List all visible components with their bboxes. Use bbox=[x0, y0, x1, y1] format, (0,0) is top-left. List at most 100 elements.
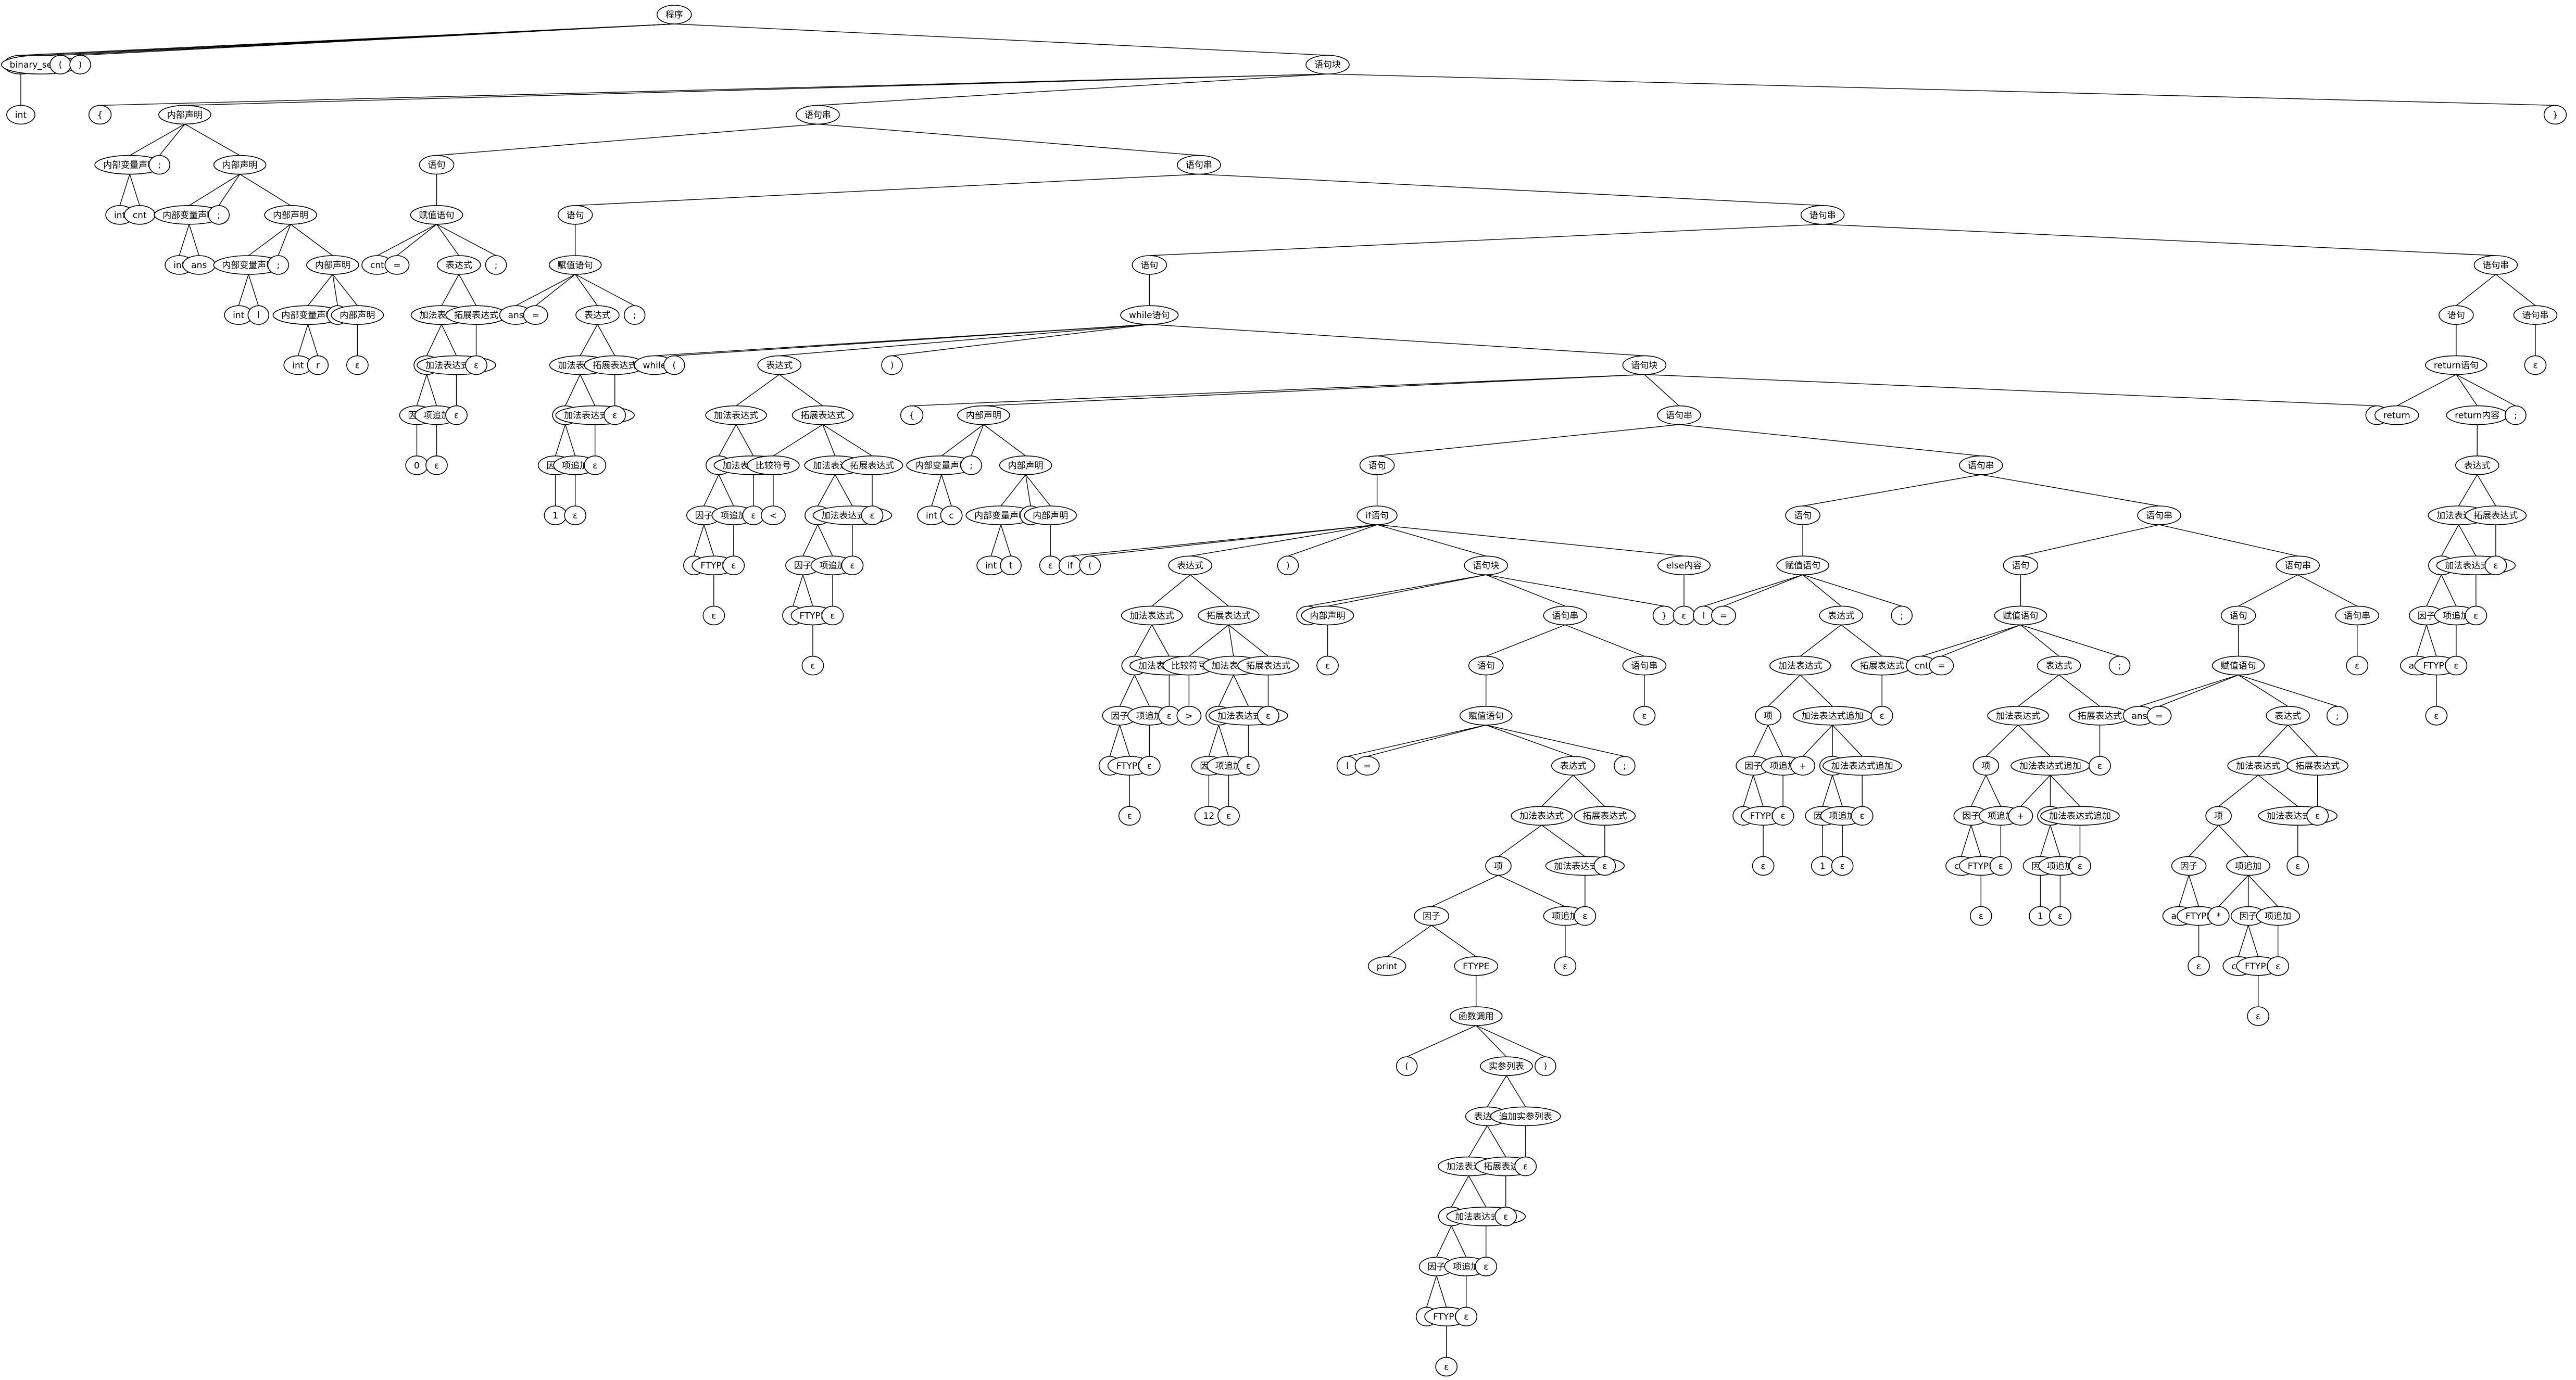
tree-node-stmt-list: 语句串 bbox=[1622, 655, 1667, 676]
tree-edge bbox=[2020, 775, 2051, 807]
tree-node-label: if bbox=[1067, 561, 1074, 571]
tree-node-label: 语句 bbox=[1477, 661, 1495, 672]
tree-node-rel-expr: 拓展表达式 bbox=[1574, 806, 1636, 826]
tree-edge bbox=[1541, 825, 1586, 857]
tree-node-outline bbox=[2146, 706, 2172, 726]
tree-edge bbox=[1134, 625, 1152, 656]
tree-node-label: 实参列表 bbox=[1489, 1061, 1524, 1072]
tree-node-outline bbox=[1120, 305, 1179, 325]
tree-node-outline bbox=[419, 155, 455, 175]
tree-node-outline bbox=[2465, 505, 2527, 525]
tree-node-add-expr-tail: 加法表达式追加 bbox=[1792, 706, 1873, 726]
tree-edge bbox=[290, 224, 333, 256]
tree-node-outline bbox=[425, 455, 448, 475]
tree-node-stmt: 语句 bbox=[1785, 505, 1820, 525]
tree-edge bbox=[240, 174, 291, 206]
tree-node-label: ε bbox=[1860, 811, 1865, 821]
tree-edge bbox=[2426, 574, 2442, 606]
tree-node-stmt: 语句 bbox=[1359, 455, 1395, 475]
tree-node-stmt-list: 语句串 bbox=[2335, 605, 2380, 626]
tree-node-outline bbox=[2465, 605, 2487, 626]
tree-edge bbox=[416, 374, 428, 406]
tree-node-label: 因子 bbox=[2418, 611, 2435, 621]
tree-node-eps: ε bbox=[2089, 756, 2111, 776]
tree-edge bbox=[818, 123, 1199, 156]
tree-edge bbox=[2416, 625, 2427, 656]
tree-node-label: int bbox=[292, 360, 304, 371]
tree-edge bbox=[1476, 1025, 1546, 1057]
tree-node-eps: ε bbox=[1831, 856, 1854, 876]
tree-node-label: while bbox=[643, 360, 666, 371]
tree-node-label: int bbox=[15, 110, 27, 120]
tree-node-outline bbox=[2286, 856, 2309, 876]
tree-edge bbox=[184, 123, 240, 156]
tree-edge bbox=[441, 274, 459, 306]
tree-node-outline bbox=[1168, 555, 1213, 575]
tree-edge bbox=[2441, 574, 2457, 606]
tree-node-label: if语句 bbox=[1365, 511, 1389, 521]
tree-node-eq: = bbox=[2146, 706, 2172, 726]
tree-node-outline bbox=[1367, 956, 1406, 976]
tree-edge bbox=[2495, 274, 2536, 306]
tree-node-arg-tail: 追加实参列表 bbox=[1490, 1106, 1561, 1126]
tree-node-eps: ε bbox=[1870, 706, 1893, 726]
tree-node-outline bbox=[1959, 455, 2003, 475]
tree-node-eps: ε bbox=[1316, 655, 1339, 676]
tree-node-while-kw: while bbox=[634, 355, 675, 375]
tree-node-outline bbox=[1551, 756, 1595, 776]
tree-node-outline bbox=[2425, 355, 2487, 375]
tree-node-outline bbox=[1972, 756, 2000, 776]
tree-node-label: ε bbox=[1880, 711, 1884, 721]
tree-node-label: 语句串 bbox=[1186, 160, 1212, 171]
tree-node-add-expr: 加法表达式 bbox=[1121, 605, 1183, 626]
tree-node-label: 内部声明 bbox=[340, 310, 375, 321]
tree-node-stmt: 语句 bbox=[557, 205, 593, 225]
tree-node-label: t bbox=[1009, 561, 1013, 571]
tree-node-label: return语句 bbox=[2434, 360, 2479, 371]
tree-node-label: return bbox=[2383, 411, 2410, 421]
tree-edge bbox=[1436, 1225, 1452, 1258]
tree-edge bbox=[100, 73, 1328, 106]
tree-node-label: 因子 bbox=[1744, 761, 1762, 771]
tree-node-label: 拓展表达式 bbox=[850, 461, 895, 471]
tree-node-outline bbox=[1118, 806, 1141, 826]
tree-edge bbox=[297, 324, 309, 356]
tree-node-outline bbox=[796, 105, 840, 125]
tree-node-label: + bbox=[2017, 811, 2024, 821]
tree-node-add-expr-tail: 加法表达式追加 bbox=[2040, 806, 2120, 826]
tree-edge bbox=[1431, 875, 1499, 907]
tree-node-label: 比较符号 bbox=[1171, 661, 1207, 672]
tree-node-return-stmt: return语句 bbox=[2425, 355, 2487, 375]
tree-edge bbox=[426, 374, 437, 406]
tree-node-outline bbox=[158, 105, 211, 125]
tree-node-label: 赋值语句 bbox=[1785, 561, 1820, 571]
tree-node-outline bbox=[1000, 555, 1022, 575]
tree-edge bbox=[2040, 825, 2051, 857]
tree-node-label: 因子 bbox=[2240, 911, 2257, 922]
tree-node-outline bbox=[2326, 706, 2348, 726]
tree-node-outline bbox=[1989, 856, 2012, 876]
tree-node-lbrace: { bbox=[88, 105, 112, 125]
tree-node-label: 内部声明 bbox=[1310, 611, 1346, 621]
tree-node-rel-expr: 拓展表达式 bbox=[1851, 655, 1913, 676]
tree-node-eps: ε bbox=[2425, 706, 2448, 726]
tree-node-outline bbox=[2346, 655, 2369, 676]
tree-node-eps: ε bbox=[1593, 856, 1616, 876]
tree-node-outline bbox=[1771, 806, 1794, 826]
tree-node-label: 语句块 bbox=[1473, 561, 1499, 571]
tree-node-label: int bbox=[173, 260, 185, 271]
tree-node-stmt: 语句 bbox=[1132, 255, 1167, 275]
tree-node-outline bbox=[957, 405, 1010, 425]
tree-node-expr: 表达式 bbox=[2037, 655, 2081, 676]
tree-edge bbox=[1468, 1125, 1488, 1157]
tree-node-outline bbox=[523, 305, 548, 325]
tree-node-label: 比较符号 bbox=[756, 461, 791, 471]
tree-edge bbox=[458, 274, 477, 306]
tree-edge bbox=[1487, 1075, 1507, 1107]
tree-node-inner-var-decl: 内部变量声明 bbox=[94, 155, 165, 175]
tree-node-assign: 赋值语句 bbox=[548, 255, 602, 275]
tree-edge bbox=[332, 274, 358, 306]
tree-node-label: + bbox=[1799, 761, 1806, 771]
tree-node-n12: 12 bbox=[1194, 806, 1224, 826]
tree-node-block: 语句块 bbox=[1622, 355, 1667, 375]
